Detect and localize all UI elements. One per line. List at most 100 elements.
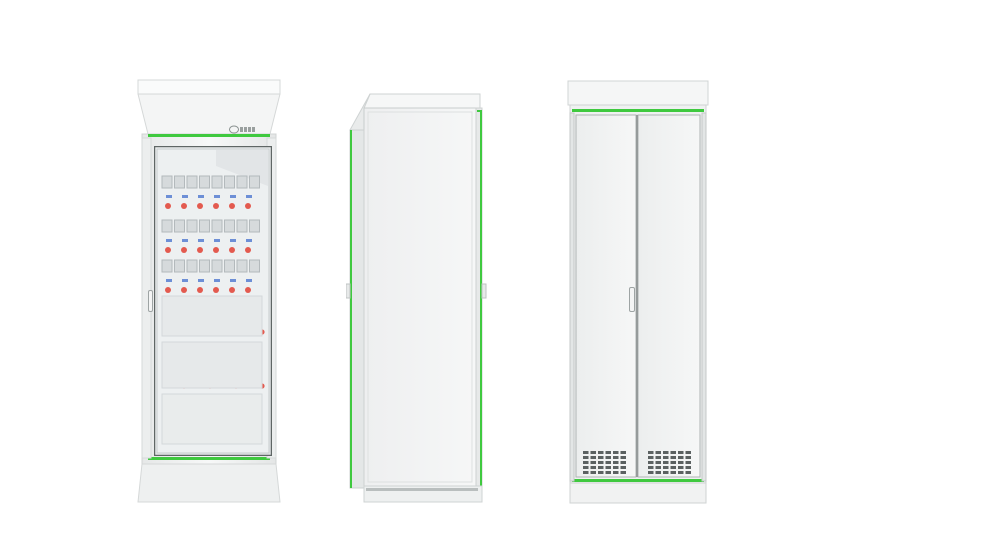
vent-slot: [598, 451, 604, 454]
blue-indicator: [166, 239, 172, 242]
vent-slot: [663, 461, 669, 464]
vent-slot: [605, 451, 611, 454]
vent-slot: [648, 466, 654, 469]
breaker-module: [161, 219, 173, 233]
breaker-module: [224, 259, 235, 273]
blue-indicator: [198, 195, 204, 198]
vent-grille-left: [583, 451, 629, 477]
blue-indicator: [214, 239, 220, 242]
breaker-module: [224, 175, 235, 189]
vent-slot: [685, 451, 691, 454]
red-indicator: [229, 287, 235, 293]
vent-slot: [655, 466, 661, 469]
vent-slot: [583, 456, 589, 459]
red-indicator: [245, 203, 251, 209]
vent-slot: [670, 466, 676, 469]
vent-slot: [590, 456, 596, 459]
breaker-module: [249, 175, 260, 189]
vent-slot: [678, 471, 684, 474]
vent-slot: [663, 451, 669, 454]
blue-indicator: [198, 279, 204, 282]
rear-cabinet: [566, 79, 710, 505]
vent-slot: [605, 456, 611, 459]
red-indicator: [213, 287, 219, 293]
blue-indicator: [166, 195, 172, 198]
vent-slot: [670, 461, 676, 464]
red-indicator: [213, 203, 219, 209]
vent-slot: [670, 471, 676, 474]
vent-slot: [648, 451, 654, 454]
red-indicator: [181, 247, 187, 253]
side-cabinet: [346, 88, 492, 504]
breaker-module: [161, 175, 173, 189]
breaker-module: [236, 259, 248, 273]
vent-slot: [598, 471, 604, 474]
blue-indicator: [214, 195, 220, 198]
vent-slot: [678, 451, 684, 454]
vent-slot: [620, 471, 626, 474]
vent-slot: [583, 451, 589, 454]
vent-slot: [620, 466, 626, 469]
vent-grille-right: [648, 451, 694, 477]
vent-slot: [583, 471, 589, 474]
vent-slot: [670, 451, 676, 454]
vent-slot: [613, 451, 619, 454]
blue-indicator: [182, 195, 188, 198]
front-door-handle[interactable]: [148, 290, 153, 312]
glass-door[interactable]: [154, 146, 272, 456]
vent-slot: [648, 456, 654, 459]
vent-slot: [598, 456, 604, 459]
vent-slot: [613, 461, 619, 464]
vent-slot: [678, 456, 684, 459]
vent-slot: [613, 471, 619, 474]
vent-slot: [685, 461, 691, 464]
breaker-module: [186, 175, 198, 189]
vent-slot: [590, 461, 596, 464]
breaker-module: [174, 259, 185, 273]
red-indicator: [229, 247, 235, 253]
vent-slot: [663, 456, 669, 459]
vent-slot: [620, 456, 626, 459]
vent-slot: [685, 466, 691, 469]
vent-slot: [663, 471, 669, 474]
vent-slot: [663, 466, 669, 469]
blue-indicator: [246, 195, 252, 198]
vent-slot: [583, 461, 589, 464]
vent-slot: [613, 456, 619, 459]
breaker-module: [249, 259, 260, 273]
breaker-module: [236, 175, 248, 189]
blue-indicator: [246, 279, 252, 282]
blue-indicator: [182, 239, 188, 242]
blue-indicator: [230, 195, 236, 198]
red-indicator: [181, 203, 187, 209]
breaker-module: [211, 175, 223, 189]
vent-slot: [598, 466, 604, 469]
red-indicator: [245, 287, 251, 293]
red-indicator: [197, 247, 203, 253]
vent-slot: [620, 451, 626, 454]
breaker-module: [199, 175, 210, 189]
blue-indicator: [230, 279, 236, 282]
vent-slot: [678, 466, 684, 469]
rear-door-handle[interactable]: [629, 287, 635, 312]
breaker-module: [249, 219, 260, 233]
blue-indicator: [182, 279, 188, 282]
vent-slot: [655, 471, 661, 474]
vent-slot: [685, 456, 691, 459]
red-indicator: [245, 247, 251, 253]
red-indicator: [165, 203, 171, 209]
breaker-module: [211, 219, 223, 233]
vent-slot: [590, 451, 596, 454]
red-indicator: [181, 287, 187, 293]
vent-slot: [613, 466, 619, 469]
breaker-module: [199, 219, 210, 233]
brand-logo: [229, 124, 269, 135]
red-indicator: [197, 203, 203, 209]
vent-slot: [648, 461, 654, 464]
breaker-module: [236, 219, 248, 233]
breaker-module: [174, 175, 185, 189]
red-indicator: [165, 287, 171, 293]
vent-slot: [678, 461, 684, 464]
vent-slot: [598, 461, 604, 464]
red-indicator: [213, 247, 219, 253]
